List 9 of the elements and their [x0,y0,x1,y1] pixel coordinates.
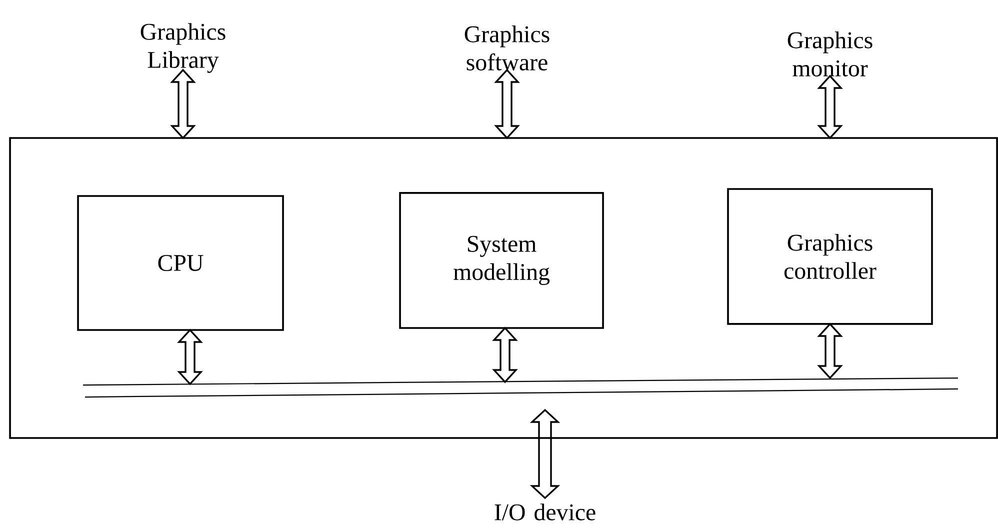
bus-line [83,377,958,398]
text-label: Graphics monitor [788,32,872,76]
text-label: Graphics software [464,26,550,70]
component-box: System modelling [399,192,604,329]
component-box: CPU [77,195,284,331]
text-label: Graphics Library [140,23,226,73]
text-label: I/O device [494,504,596,520]
component-box: Graphics controller [727,188,933,325]
system-frame [9,137,998,439]
